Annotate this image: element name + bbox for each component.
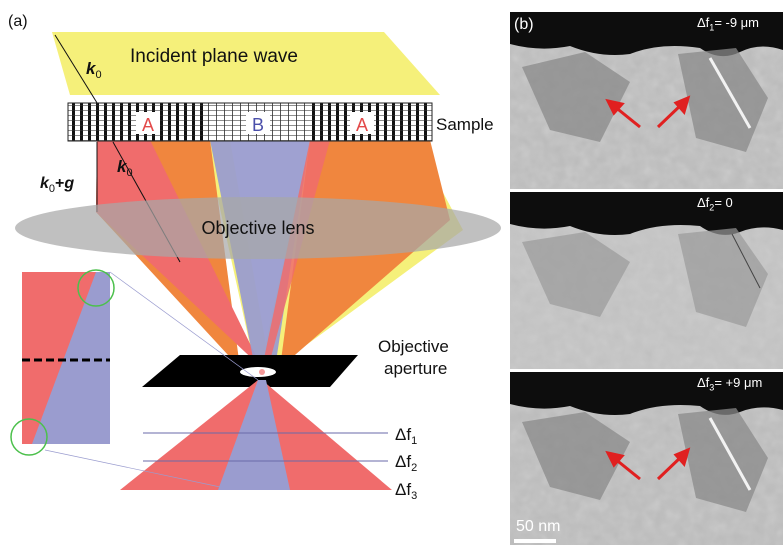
panel-b-tag: (b) — [514, 16, 534, 33]
micrograph-1 — [510, 12, 783, 189]
panel-a-diagram: (a) k0 Incident plane wave k0 k0+g A B A… — [8, 13, 501, 502]
aperture-hole — [240, 367, 276, 377]
k0g-label: k0+g — [40, 175, 74, 195]
aperture-label-1: Objective — [378, 337, 449, 356]
red-arrows-3 — [605, 447, 691, 481]
aperture-label-2: aperture — [384, 359, 447, 378]
defocus-label-3: Δf3= +9 μm — [697, 375, 763, 393]
k0-incident-label: k0 — [86, 59, 102, 81]
incident-wave — [52, 32, 440, 95]
micrograph-3 — [510, 372, 783, 545]
panel-a-tag: (a) — [8, 13, 28, 30]
scale-bar-label: 50 nm — [516, 518, 561, 535]
df3-label: Δf3 — [395, 480, 417, 502]
objective-lens — [15, 197, 501, 259]
defocus-label-1: Δf1= -9 μm — [697, 15, 760, 33]
region-a-left-label: A — [142, 115, 154, 135]
objective-lens-label: Objective lens — [201, 218, 314, 238]
df1-label: Δf1 — [395, 425, 417, 447]
zoom-highlight-top — [77, 269, 115, 307]
sample-label: Sample — [436, 115, 494, 134]
label-box-a-left — [136, 112, 160, 134]
zoom-guide-2 — [44, 449, 226, 489]
k0-side-label: k0 — [117, 157, 133, 179]
zoom-highlight-bottom — [10, 418, 48, 456]
label-box-b — [246, 112, 270, 134]
label-box-a-right — [350, 112, 374, 134]
red-arrows-1 — [605, 95, 691, 129]
zoom-guide-1 — [109, 271, 259, 381]
scale-bar — [514, 539, 556, 543]
blue-cone-lower — [218, 380, 290, 490]
region-a-right-label: A — [356, 115, 368, 135]
region-b-label: B — [252, 115, 264, 135]
panel-b-micrographs — [510, 12, 783, 545]
micrograph-2 — [510, 192, 783, 369]
sample-outline — [67, 102, 433, 142]
incident-wave-label: Incident plane wave — [130, 46, 298, 67]
aperture-focus-dot — [259, 369, 265, 375]
defocus-label-2: Δf2= 0 — [697, 195, 733, 213]
zoom-inset-blue — [32, 272, 110, 444]
df2-label: Δf2 — [395, 452, 417, 474]
